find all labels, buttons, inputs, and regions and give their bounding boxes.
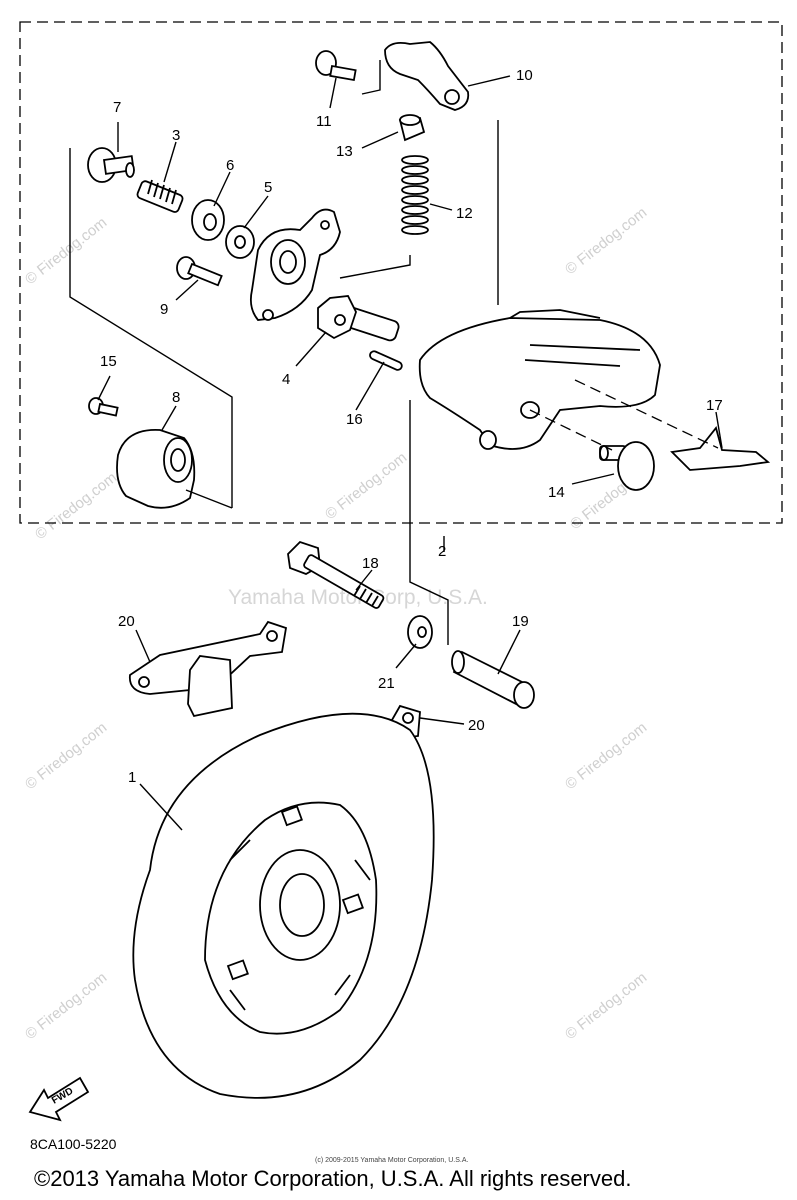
leader-lines [97, 75, 723, 831]
part-11-bolt [315, 50, 357, 82]
watermark-text: © Firedog.com [22, 214, 110, 288]
callout-20: 20 [468, 717, 485, 734]
part-20-pad-upper [128, 620, 288, 718]
callout-2: 2 [438, 543, 446, 560]
part-18-bolt [287, 540, 385, 609]
callout-7: 7 [113, 99, 121, 116]
callout-6: 6 [226, 157, 234, 174]
watermark-text: © Firedog.com [322, 449, 410, 523]
part-15-bleed-screw [88, 397, 119, 417]
part-14-pin [599, 441, 655, 491]
leader-8-line [185, 489, 233, 509]
callout-15: 15 [100, 353, 117, 370]
watermark-text: © Firedog.com [562, 204, 650, 278]
part-4-cam-shaft [317, 295, 400, 342]
watermark-text: © Firedog.com [562, 969, 650, 1043]
callout-17: 17 [706, 397, 723, 414]
watermark-text: © Firedog.com [22, 719, 110, 793]
part-12-spring [401, 155, 429, 235]
watermark-text: © Firedog.com [562, 719, 650, 793]
part-code: 8CA100-5220 [30, 1136, 117, 1152]
callout-21: 21 [378, 675, 395, 692]
callout-16: 16 [346, 411, 363, 428]
group-bracket-right [339, 255, 411, 279]
fwd-arrow: FWD [28, 1076, 90, 1122]
callout-11: 11 [316, 113, 332, 130]
assembly-boundary [19, 21, 783, 524]
part-16-pin [369, 350, 403, 371]
callout-14: 14 [548, 484, 565, 501]
callout-10: 10 [516, 67, 533, 84]
part-13-collar [398, 114, 426, 142]
part-21-washer [407, 615, 433, 649]
tiny-copyright: (c) 2009-2015 Yamaha Motor Corporation, … [315, 1157, 469, 1164]
watermark-text: © Firedog.com [22, 969, 110, 1043]
callout-4: 4 [282, 371, 290, 388]
part-9-bolt [176, 256, 223, 287]
callout-18: 18 [362, 555, 379, 572]
callout-9: 9 [160, 301, 168, 318]
leader-10-bracket [361, 60, 381, 95]
callout-1: 1 [128, 769, 136, 786]
callout-5: 5 [264, 179, 272, 196]
callout-13: 13 [336, 143, 353, 160]
callout-12: 12 [456, 205, 473, 222]
callout-numbers: 7 3 6 5 9 10 11 13 12 4 16 17 14 15 8 2 … [100, 67, 723, 786]
axis-line-14 [529, 409, 613, 451]
watermark-text: © Firedog.com [32, 469, 120, 543]
callout-3: 3 [172, 127, 180, 144]
part-6-lock-plate [191, 199, 225, 241]
part-3-adjust-screw [136, 179, 184, 213]
part-5-washer [225, 225, 255, 259]
axis-line-17 [574, 379, 719, 449]
copyright-notice: ©2013 Yamaha Motor Corporation, U.S.A. A… [34, 1166, 632, 1191]
part-19-sleeve [451, 650, 535, 709]
part-7-cap [87, 147, 135, 183]
callout-19: 19 [512, 613, 529, 630]
group-bracket-left [69, 148, 233, 508]
part-1-brake-disc [132, 712, 435, 1099]
part-caliper-bracket [249, 208, 341, 321]
callout-8: 8 [172, 389, 180, 406]
callout-20: 20 [118, 613, 135, 630]
part-8-piston [116, 429, 196, 509]
part-2-caliper-body [418, 309, 661, 450]
leader-2-down [409, 400, 449, 645]
part-10-lever [384, 41, 470, 111]
